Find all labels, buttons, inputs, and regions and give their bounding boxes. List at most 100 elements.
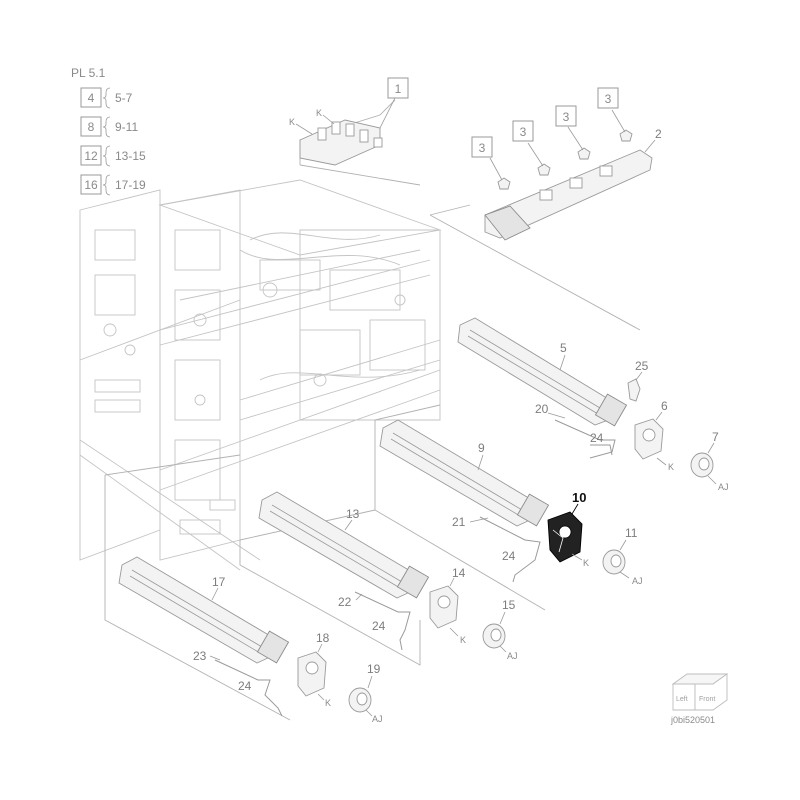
part-6-gear-bracket: 6 K [634, 399, 674, 472]
callout-number: 3 [479, 141, 486, 155]
index-ref-row: 16 17-19 [80, 174, 146, 196]
part-21-harness: 21 [452, 515, 541, 583]
variant-mark: K [289, 117, 295, 127]
leader-line [469, 517, 489, 523]
index-ref-row: 4 5-7 [80, 87, 133, 109]
frame-hole [394, 294, 406, 306]
leader-line [355, 593, 363, 601]
frame-base-rail [79, 439, 261, 561]
plate-ref: PL 5.1 [71, 66, 106, 80]
variant-mark: K [668, 462, 674, 472]
leader-line [367, 675, 373, 689]
drum-ribbing [467, 335, 599, 415]
bracket-highlight [552, 529, 564, 553]
pin-body [497, 177, 511, 190]
part-2-detail [599, 165, 613, 177]
frame-rail [239, 359, 441, 421]
callout-number: 18 [316, 631, 330, 645]
callout-number: 9 [478, 441, 485, 455]
frame-foot [209, 499, 236, 511]
part-2-rail: 2 3 3 3 3 [471, 87, 662, 241]
leader-line [619, 571, 630, 579]
part-3-pin: 3 [597, 87, 633, 142]
variant-mark: K [325, 698, 331, 708]
part-23-harness: 23 [193, 649, 283, 717]
leader-line [295, 123, 313, 135]
assembly-frame-line [104, 454, 241, 476]
part-1-connector [317, 127, 327, 141]
drum-body [379, 419, 533, 527]
drum-unit-17: 17 23 24 18 K 19 AJ [118, 556, 383, 724]
variant-mark: AJ [718, 482, 729, 492]
callout-number: 23 [193, 649, 207, 663]
pin-body [619, 129, 633, 142]
frame-bracket [299, 329, 361, 376]
leader-line [547, 412, 566, 419]
callout-box [597, 87, 619, 109]
leader-line [619, 539, 627, 551]
index-ref-row: 8 9-11 [80, 116, 138, 138]
frame-cable [239, 249, 401, 266]
drum-end [516, 493, 550, 527]
index-ref-box [80, 174, 102, 195]
badge-left-label: Left [676, 696, 688, 703]
index-ref-range: 5-7 [115, 91, 133, 105]
frame-hole [103, 323, 117, 337]
frame-hole [194, 394, 206, 406]
callout-number: 14 [452, 566, 466, 580]
frame-bracket [174, 229, 221, 271]
frame-details [94, 229, 426, 535]
assembly-frame-line [104, 475, 291, 721]
leader-line [211, 587, 219, 601]
frame-cable [259, 369, 421, 381]
part-25-clip: 25 [627, 359, 649, 402]
frame-hole [124, 344, 136, 356]
part-7-cap: 7 AJ [690, 430, 729, 492]
frame-left-panel [79, 189, 161, 561]
callout-number: 20 [535, 402, 549, 416]
callout-number-highlighted: 10 [572, 490, 586, 505]
leader-line [571, 503, 579, 515]
assembly-frame-line [374, 404, 441, 421]
harness-wire [554, 419, 616, 459]
leader-line [559, 354, 566, 371]
leader-line [571, 553, 583, 561]
part-2-detail [539, 189, 553, 201]
callout-number: 5 [560, 341, 567, 355]
frame-slot [94, 399, 141, 413]
clip-body [627, 378, 641, 402]
drum-ribbing [131, 569, 263, 648]
callout-number: 3 [563, 110, 570, 124]
leader-line [379, 97, 396, 129]
part-2-end [484, 205, 531, 241]
leader-line [344, 519, 353, 531]
frame-rail [159, 369, 441, 471]
drum-unit-5: 5 25 20 24 6 K 7 AJ [457, 317, 729, 492]
callout-number: 13 [346, 507, 360, 521]
part-22-harness: 22 [338, 591, 411, 651]
variant-mark: K [460, 635, 466, 645]
leader-line [317, 693, 325, 701]
frame-bracket [174, 289, 221, 341]
index-ref-box-number: 16 [84, 178, 98, 192]
frame-bracket [94, 229, 136, 261]
part-3-pin: 3 [512, 120, 551, 176]
frame-rail [239, 339, 441, 401]
part-14-gear-bracket: 14 K [429, 566, 466, 645]
cap-face [490, 628, 502, 642]
brace [102, 145, 111, 167]
leader-line [635, 371, 643, 381]
frame-center-panel [159, 189, 241, 561]
brace [102, 174, 111, 196]
frame-bracket [174, 359, 221, 421]
drum-body [258, 491, 413, 599]
leader-line [567, 126, 584, 151]
frame-bracket [329, 269, 401, 311]
harness-wire [354, 591, 411, 651]
drum-ribbing [392, 432, 523, 511]
cap-face [356, 692, 368, 706]
callout-number: 24 [238, 679, 252, 693]
part-15-cap: 15 AJ [482, 598, 518, 661]
index-ref-range: 17-19 [115, 178, 146, 192]
